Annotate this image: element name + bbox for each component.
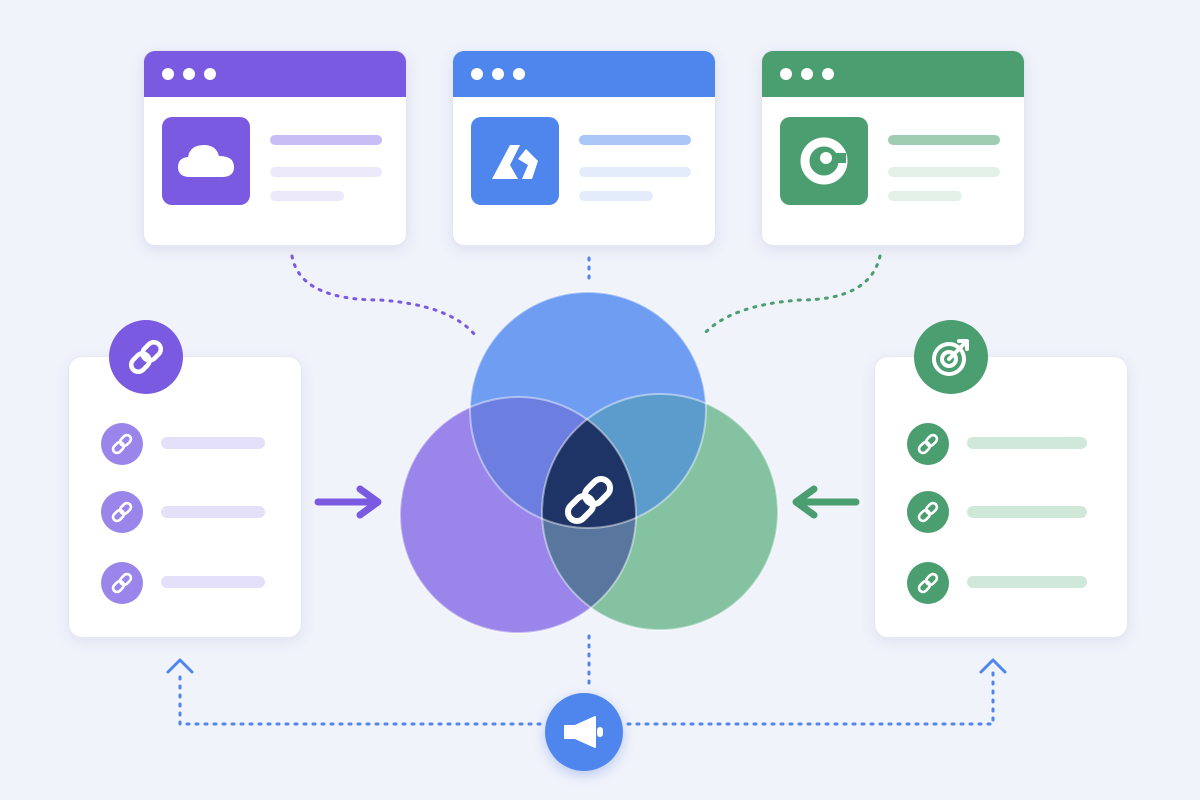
list-line — [161, 506, 265, 518]
placeholder-line — [270, 191, 344, 201]
placeholder-line — [888, 167, 1000, 177]
arrow-right-icon — [314, 485, 382, 519]
list-line — [967, 576, 1087, 588]
placeholder-line — [579, 135, 691, 145]
window-dot — [471, 68, 483, 80]
arrow-up-icon — [979, 658, 1007, 674]
venn-diagram — [399, 291, 779, 634]
link-icon — [564, 475, 614, 525]
cloud-icon — [162, 117, 250, 205]
window-dot — [183, 68, 195, 80]
connector-bottom-right — [626, 670, 995, 726]
window-dot — [492, 68, 504, 80]
window-title-bar — [144, 51, 406, 97]
placeholder-line — [579, 167, 691, 177]
window-dot — [204, 68, 216, 80]
window-dot — [513, 68, 525, 80]
link-icon — [109, 320, 183, 394]
link-icon — [907, 491, 949, 533]
list-line — [967, 437, 1087, 449]
placeholder-line — [270, 135, 382, 145]
window-refresh — [761, 50, 1025, 246]
connector-purple — [290, 254, 477, 337]
arrow-up-icon — [166, 658, 194, 674]
placeholder-line — [888, 191, 962, 201]
link-icon — [907, 423, 949, 465]
app-logo-icon — [471, 117, 559, 205]
connector-green — [701, 254, 882, 337]
link-icon — [907, 562, 949, 604]
placeholder-line — [270, 167, 382, 177]
megaphone-icon — [545, 693, 623, 771]
connector-bottom-left — [178, 670, 542, 726]
link-icon — [101, 562, 143, 604]
target-icon — [914, 320, 988, 394]
placeholder-line — [888, 135, 1000, 145]
window-dot — [162, 68, 174, 80]
window-title-bar — [762, 51, 1024, 97]
arrow-left-icon — [792, 485, 860, 519]
window-title-bar — [453, 51, 715, 97]
left-list-card — [68, 356, 302, 638]
list-line — [967, 506, 1087, 518]
window-cloud — [143, 50, 407, 246]
refresh-logo-icon — [780, 117, 868, 205]
window-dot — [822, 68, 834, 80]
placeholder-line — [579, 191, 653, 201]
window-app — [452, 50, 716, 246]
window-dot — [801, 68, 813, 80]
list-line — [161, 437, 265, 449]
window-dot — [780, 68, 792, 80]
list-line — [161, 576, 265, 588]
link-icon — [101, 423, 143, 465]
link-icon — [101, 491, 143, 533]
right-list-card — [874, 356, 1128, 638]
